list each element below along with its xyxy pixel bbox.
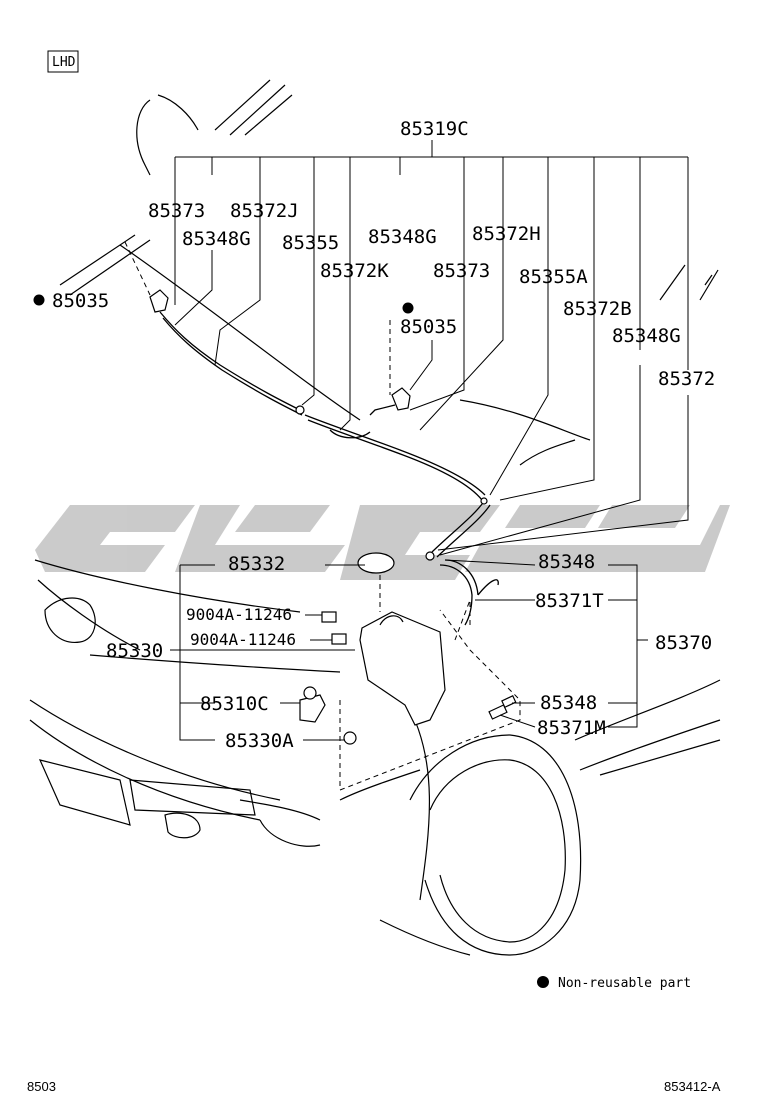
label-85372K: 85372K [320,260,389,282]
joint-85348 [425,551,435,561]
label-85348G-b: 85348G [368,226,437,248]
label-85371M: 85371M [537,717,606,739]
washer-tank [359,611,446,726]
leader-lines [170,140,689,741]
label-85355: 85355 [282,232,339,254]
label-85372H: 85372H [472,223,541,245]
nozzle-parts [149,289,517,745]
washer-nozzle-left [149,289,169,313]
label-9004A-11246-a: 9004A-11246 [186,605,292,624]
hose-joint-85348 [501,695,517,709]
label-85348-b: 85348 [540,692,597,714]
tank-cap [357,552,395,574]
lhd-tag-text: LHD [52,55,76,70]
label-85310C: 85310C [200,693,269,715]
label-85372J: 85372J [230,200,299,222]
label-85330A: 85330A [225,730,294,752]
nonreusable-bullet-a [33,294,45,306]
label-85348G-a: 85348G [182,228,251,250]
label-85373-b: 85373 [433,260,490,282]
label-85035-a: 85035 [52,290,109,312]
label-85035-b: 85035 [400,316,457,338]
hose-joint-85371M [488,704,508,720]
lhd-tag: LHD [47,50,79,73]
bolt-a [321,611,337,623]
label-85370: 85370 [655,632,712,654]
label-85332: 85332 [228,553,285,575]
legend-bullet [537,976,549,988]
label-85348G-c: 85348G [612,325,681,347]
legend-text: Non-reusable part [558,976,691,991]
washer-pump [299,694,326,723]
label-85330: 85330 [106,640,163,662]
bolt-b [331,633,347,645]
label-85372B: 85372B [563,298,632,320]
label-9004A-11246-b: 9004A-11246 [190,630,296,649]
label-85371T: 85371T [535,590,604,612]
footer-right-code: 853412-A [664,1079,721,1094]
car-outline [29,79,721,956]
pump-grommet [343,731,357,745]
washer-nozzle-right [391,387,411,411]
footer-left-code: 8503 [27,1079,56,1094]
label-85373-a: 85373 [148,200,205,222]
label-85348-a: 85348 [538,551,595,573]
label-85372: 85372 [658,368,715,390]
joint-85355 [295,405,305,415]
label-85355A: 85355A [519,266,588,288]
label-85319C: 85319C [400,118,469,140]
nonreusable-bullet-b [402,302,414,314]
joint-85355A [480,497,488,505]
dashed-zone [124,241,521,791]
